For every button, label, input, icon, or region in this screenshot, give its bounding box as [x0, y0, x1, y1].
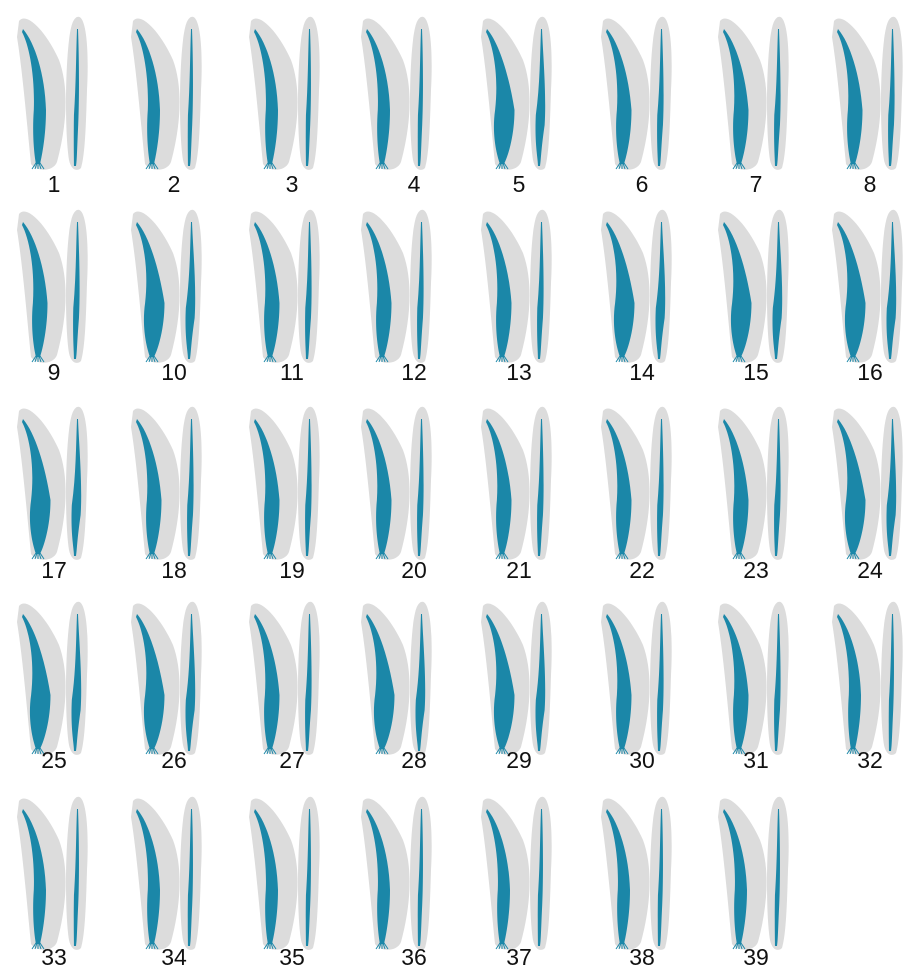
specimen-label: 6 [636, 171, 649, 197]
specimen-26: 26 [131, 602, 202, 773]
specimen-label: 14 [629, 359, 655, 385]
specimen-36: 36 [361, 797, 432, 967]
specimen-label: 28 [401, 747, 427, 773]
specimen-label: 7 [750, 171, 763, 197]
specimen-label: 19 [279, 557, 305, 583]
specimen-24: 24 [832, 407, 903, 583]
specimen-7: 7 [718, 17, 789, 197]
specimen-32: 32 [832, 602, 903, 773]
specimen-label: 39 [743, 944, 769, 967]
specimen-33: 33 [17, 797, 88, 967]
specimen-label: 11 [280, 359, 304, 385]
specimen-2: 2 [131, 17, 202, 197]
specimen-label: 15 [743, 359, 769, 385]
specimen-label: 20 [401, 557, 427, 583]
specimen-8: 8 [832, 17, 903, 197]
specimen-34: 34 [131, 797, 202, 967]
specimen-11: 11 [249, 210, 320, 385]
specimen-label: 23 [743, 557, 769, 583]
specimen-38: 38 [601, 797, 672, 967]
specimen-16: 16 [832, 210, 903, 385]
specimen-5: 5 [481, 17, 552, 197]
specimen-14: 14 [601, 210, 672, 385]
specimen-label: 22 [629, 557, 655, 583]
specimen-31: 31 [718, 602, 789, 773]
specimen-6: 6 [601, 17, 672, 197]
specimen-label: 17 [41, 557, 67, 583]
specimen-15: 15 [718, 210, 789, 385]
specimen-label: 18 [161, 557, 187, 583]
specimen-28: 28 [361, 602, 432, 773]
specimen-25: 25 [17, 602, 88, 773]
specimen-37: 37 [481, 797, 552, 967]
specimen-label: 29 [506, 747, 532, 773]
specimen-label: 33 [41, 944, 67, 967]
specimen-label: 13 [506, 359, 532, 385]
specimen-27: 27 [249, 602, 320, 773]
specimen-18: 18 [131, 407, 202, 583]
specimen-label: 8 [864, 171, 877, 197]
specimen-39: 39 [718, 797, 789, 967]
specimen-label: 32 [857, 747, 883, 773]
specimen-30: 30 [601, 602, 672, 773]
specimen-label: 36 [401, 944, 427, 967]
specimen-1: 1 [17, 17, 88, 197]
specimen-label: 34 [161, 944, 187, 967]
specimen-22: 22 [601, 407, 672, 583]
specimen-label: 5 [513, 171, 526, 197]
specimen-label: 3 [286, 171, 299, 197]
specimen-23: 23 [718, 407, 789, 583]
specimen-3: 3 [249, 17, 320, 197]
specimen-12: 12 [361, 210, 432, 385]
specimen-17: 17 [17, 407, 88, 583]
specimen-label: 26 [161, 747, 187, 773]
specimen-21: 21 [481, 407, 552, 583]
specimen-label: 4 [408, 171, 421, 197]
specimen-label: 10 [161, 359, 187, 385]
specimen-label: 31 [743, 747, 769, 773]
specimen-20: 20 [361, 407, 432, 583]
specimen-13: 13 [481, 210, 552, 385]
specimen-9: 9 [17, 210, 88, 385]
specimen-10: 10 [131, 210, 202, 385]
specimen-label: 24 [857, 557, 883, 583]
specimen-label: 38 [629, 944, 655, 967]
specimen-4: 4 [361, 17, 432, 197]
specimen-label: 35 [279, 944, 305, 967]
specimen-19: 19 [249, 407, 320, 583]
specimen-29: 29 [481, 602, 552, 773]
specimen-label: 1 [48, 171, 61, 197]
specimen-label: 16 [857, 359, 883, 385]
specimen-label: 9 [48, 359, 61, 385]
specimen-35: 35 [249, 797, 320, 967]
specimen-label: 21 [506, 557, 532, 583]
specimen-label: 12 [401, 359, 427, 385]
specimen-label: 30 [629, 747, 655, 773]
specimen-label: 27 [279, 747, 305, 773]
specimen-label: 37 [506, 944, 532, 967]
specimen-label: 25 [41, 747, 67, 773]
specimen-label: 2 [168, 171, 181, 197]
